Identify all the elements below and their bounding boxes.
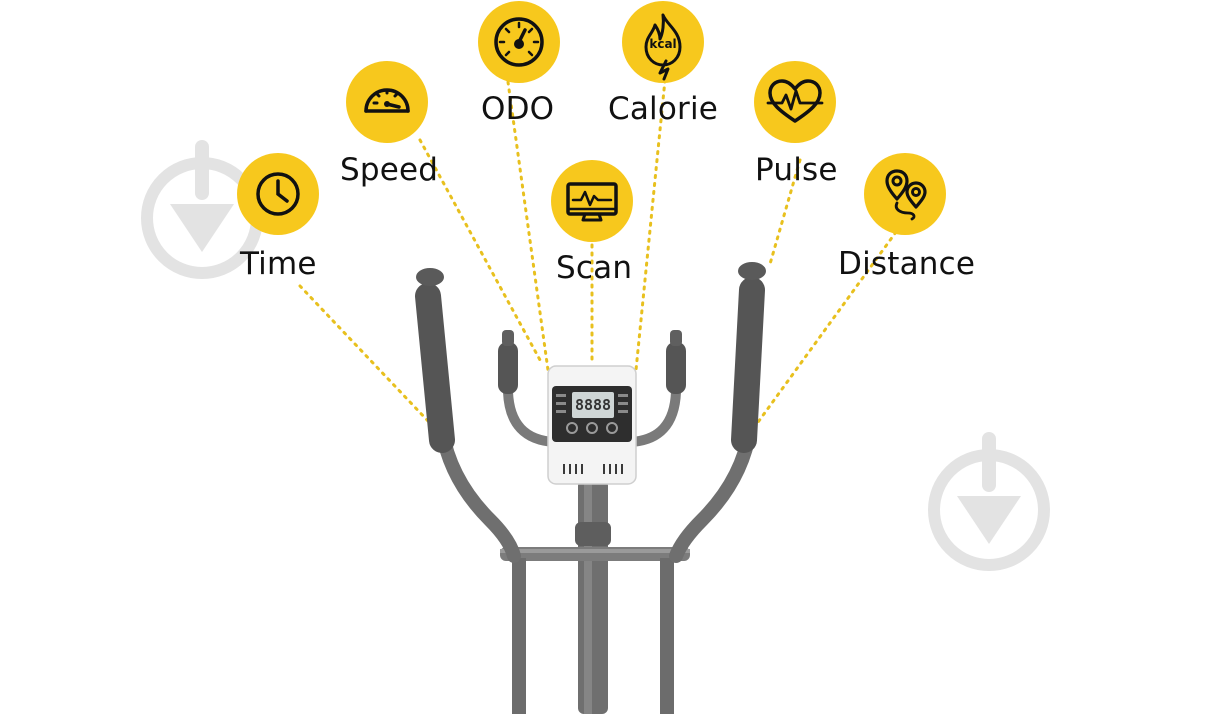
speedometer-icon — [364, 88, 410, 113]
calorie-badge: kcal — [622, 1, 704, 83]
distance-label: Distance — [838, 246, 976, 282]
watermark-icon — [928, 432, 1050, 571]
speed-badge — [346, 61, 428, 143]
scan-badge — [551, 160, 633, 242]
speed-label: Speed — [340, 152, 439, 188]
clock-icon — [256, 172, 300, 216]
time-badge — [237, 153, 319, 235]
kcal-icon-text: kcal — [649, 37, 677, 51]
odo-badge — [478, 1, 560, 83]
pulse-badge — [754, 61, 836, 143]
odo-label: ODO — [481, 91, 555, 127]
pulse-label: Pulse — [755, 152, 838, 188]
time-label: Time — [240, 246, 317, 282]
scan-label: Scan — [556, 250, 633, 286]
odometer-icon — [494, 17, 544, 67]
monitor-pulse-icon — [566, 182, 618, 222]
flame-kcal-icon — [644, 13, 682, 81]
console-display-reading: 8888 — [574, 396, 612, 414]
map-pins-icon — [885, 169, 927, 221]
heart-pulse-icon — [766, 79, 824, 123]
distance-badge — [864, 153, 946, 235]
calorie-label: Calorie — [608, 91, 719, 127]
